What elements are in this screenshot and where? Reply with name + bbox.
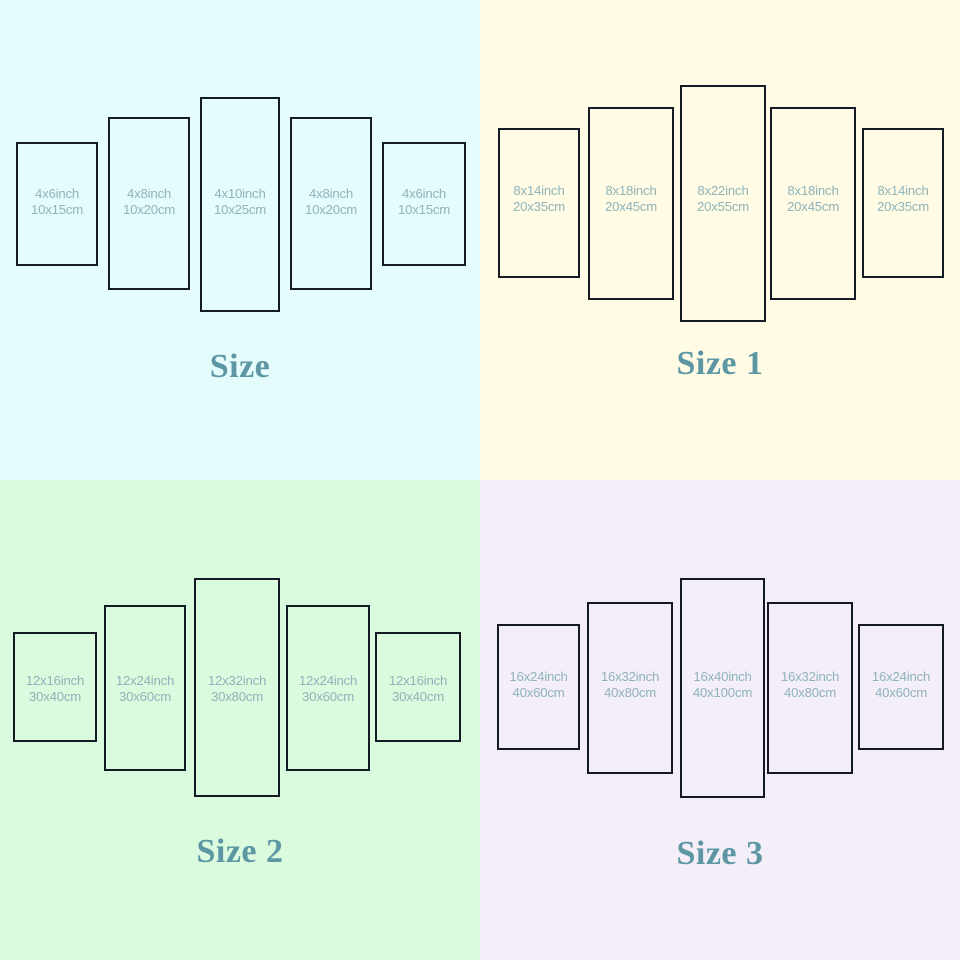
canvas-panel-4[interactable] bbox=[286, 605, 370, 771]
canvas-panel-5[interactable] bbox=[375, 632, 461, 742]
canvas-panel-2[interactable] bbox=[588, 107, 674, 300]
size-variant-title: Size bbox=[209, 348, 271, 385]
canvas-panel-1[interactable] bbox=[13, 632, 97, 742]
canvas-panel-4[interactable] bbox=[290, 117, 372, 290]
size-variant-title: Size 2 bbox=[196, 833, 284, 870]
canvas-panel-4[interactable] bbox=[767, 602, 853, 774]
canvas-panel-1[interactable] bbox=[16, 142, 98, 266]
canvas-panel-2[interactable] bbox=[108, 117, 190, 290]
canvas-panel-5[interactable] bbox=[858, 624, 944, 750]
canvas-panel-3[interactable] bbox=[680, 578, 765, 798]
canvas-panel-4[interactable] bbox=[770, 107, 856, 300]
canvas-panel-3[interactable] bbox=[194, 578, 280, 797]
size-variant-title: Size 1 bbox=[676, 345, 764, 382]
canvas-panel-1[interactable] bbox=[497, 624, 580, 750]
canvas-panel-5[interactable] bbox=[862, 128, 944, 278]
canvas-panel-5[interactable] bbox=[382, 142, 466, 266]
canvas-panel-1[interactable] bbox=[498, 128, 580, 278]
canvas-panel-3[interactable] bbox=[200, 97, 280, 312]
canvas-panel-2[interactable] bbox=[587, 602, 673, 774]
size-variant-title: Size 3 bbox=[676, 835, 764, 872]
canvas-panel-3[interactable] bbox=[680, 85, 766, 322]
canvas-panel-2[interactable] bbox=[104, 605, 186, 771]
